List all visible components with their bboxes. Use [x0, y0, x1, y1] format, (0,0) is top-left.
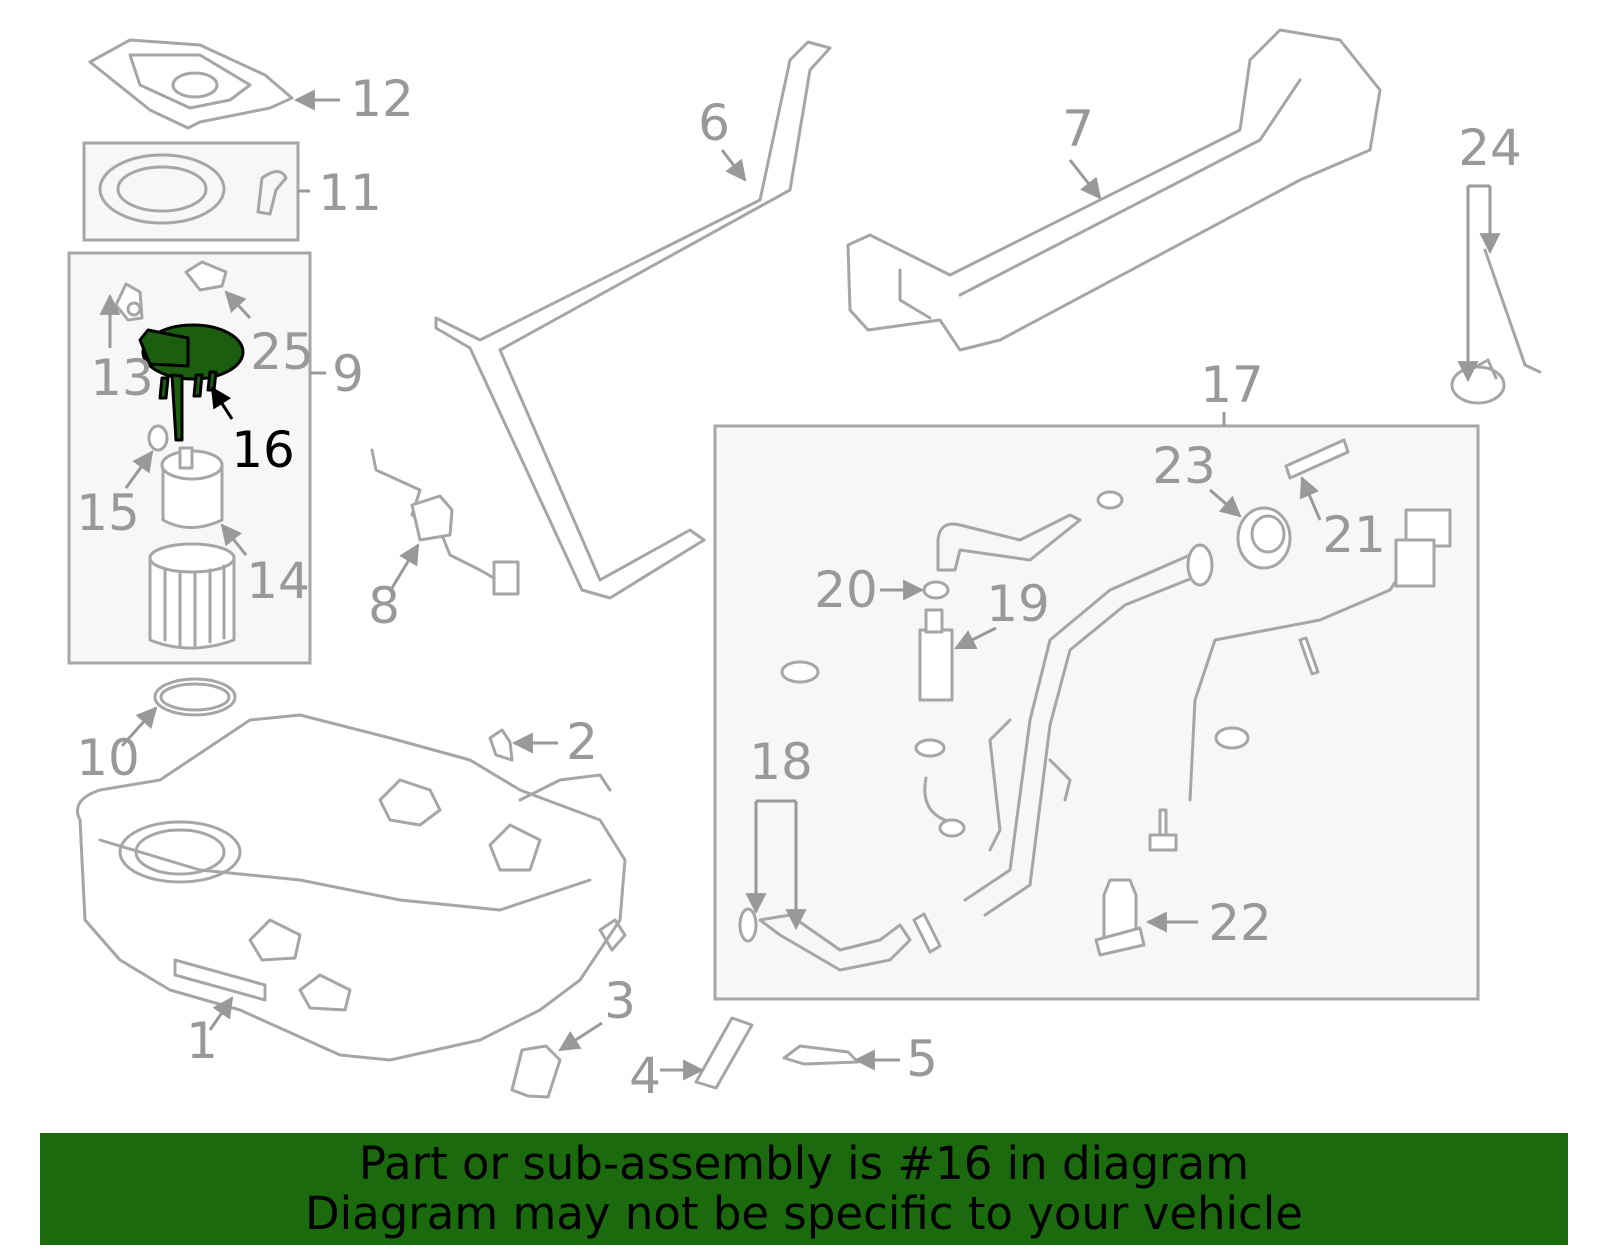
info-banner: Part or sub-assembly is #16 in diagram D… [40, 1133, 1568, 1245]
part-16-highlighted[interactable] [138, 323, 245, 442]
part-9-pump-module-box [67, 251, 326, 665]
callout-1: 1 [186, 1012, 218, 1070]
callout-24: 24 [1458, 119, 1522, 177]
callout-14: 14 [246, 552, 310, 610]
callout-18: 18 [749, 733, 813, 791]
callout-17: 17 [1200, 356, 1264, 414]
callout-13: 13 [90, 349, 154, 407]
callout-7: 7 [1062, 100, 1094, 158]
part-5-pad [782, 1044, 900, 1071]
callout-6: 6 [698, 94, 730, 152]
part-2-clip [488, 728, 558, 762]
part-1-fuel-tank [76, 713, 627, 1062]
part-11-gasket-kit [82, 141, 310, 242]
callout-20: 20 [814, 561, 878, 619]
part-24-fuel-cap [1450, 184, 1542, 405]
callout-15: 15 [76, 484, 140, 542]
part-6-tank-strap [434, 40, 832, 600]
banner-line-2: Diagram may not be specific to your vehi… [305, 1187, 1303, 1240]
callout-19: 19 [986, 575, 1050, 633]
callout-16-highlighted[interactable]: 16 [231, 421, 295, 479]
callout-12: 12 [350, 70, 414, 128]
callout-4: 4 [629, 1047, 661, 1105]
callout-10: 10 [76, 729, 140, 787]
part-4-pad [660, 1016, 754, 1090]
callout-22: 22 [1208, 894, 1272, 952]
part-17-filler-neck-box [713, 412, 1480, 1001]
part-8-sensor [370, 448, 520, 596]
part-7-heat-shield [846, 28, 1382, 352]
callout-23: 23 [1152, 437, 1216, 495]
part-12-cover-plate [88, 38, 340, 130]
callout-3: 3 [604, 972, 636, 1030]
callout-2: 2 [566, 713, 598, 771]
callout-5: 5 [906, 1030, 938, 1088]
callout-25: 25 [250, 323, 314, 381]
callout-9: 9 [332, 345, 364, 403]
part-10-o-ring [120, 677, 237, 748]
callout-8: 8 [368, 577, 400, 635]
callout-21: 21 [1322, 506, 1386, 564]
part-3-protector [510, 1021, 603, 1099]
callout-11: 11 [318, 164, 382, 222]
banner-line-1: Part or sub-assembly is #16 in diagram [358, 1137, 1250, 1190]
